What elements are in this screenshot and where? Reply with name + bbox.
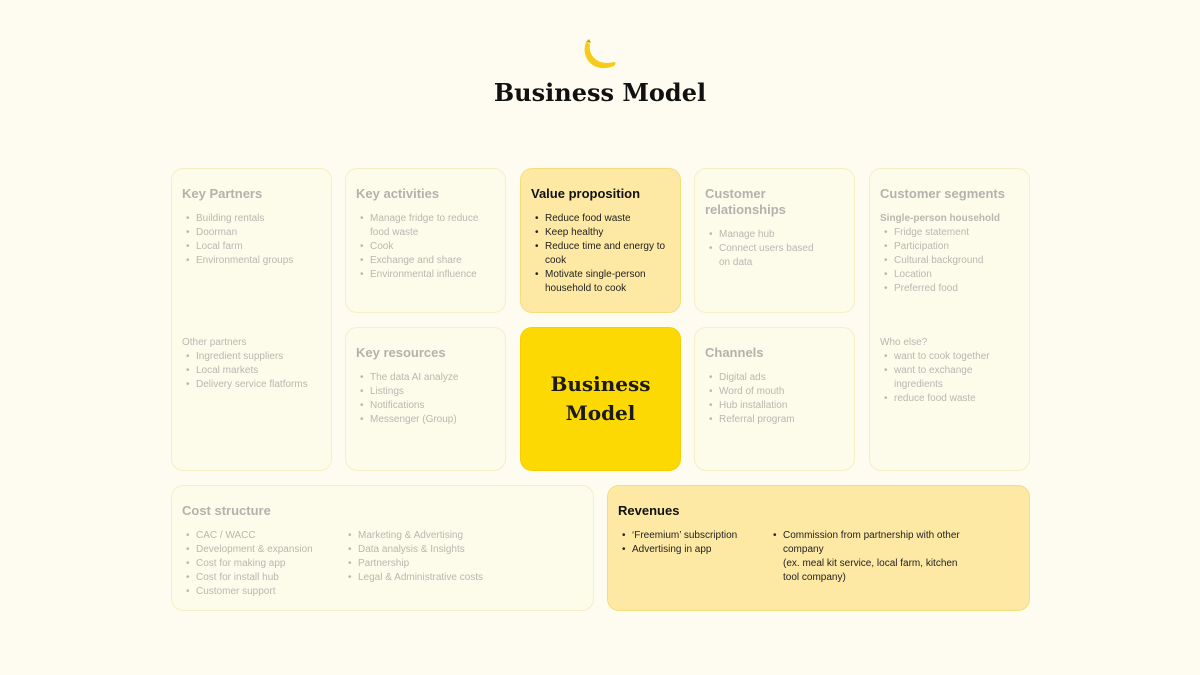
list-item: Commission from partnership with other c… [773,529,963,585]
list-item: Referral program [709,413,845,427]
list-item: CAC / WACC [186,529,346,543]
list-item: Connect users based on data [709,242,815,270]
list-item: Preferred food [884,282,1020,296]
center-title: Business Model [550,372,651,425]
list-item: Data analysis & Insights [348,543,558,557]
list-item: Doorman [186,226,322,240]
list-item: want to exchange ingredients [884,364,1000,392]
customer-relationships-card: Customer relationships Manage hub Connec… [694,168,855,313]
key-activities-title: Key activities [356,186,440,201]
list-item: Word of mouth [709,385,845,399]
list-item: Ingredient suppliers [186,350,322,364]
key-partners-title: Key Partners [182,186,263,201]
cost-structure-list-2: Marketing & Advertising Data analysis & … [344,529,558,585]
list-item: Legal & Administrative costs [348,571,558,585]
channels-list: Digital ads Word of mouth Hub installati… [705,371,845,427]
who-else-label: Who else? [880,337,928,348]
customer-relationships-list: Manage hub Connect users based on data [705,228,845,270]
list-item: Notifications [360,399,496,413]
list-item: Delivery service flatforms [186,378,322,392]
list-item: Digital ads [709,371,845,385]
list-item: Local markets [186,364,322,378]
key-partners-list: Building rentals Doorman Local farm Envi… [182,212,322,268]
list-item: Advertising in app [622,543,772,557]
list-item: want to cook together [884,350,1000,364]
list-item: Development & expansion [186,543,346,557]
list-item: Exchange and share [360,254,496,268]
list-item: Reduce time and energy to cook [535,240,671,268]
channels-card: Channels Digital ads Word of mouth Hub i… [694,327,855,471]
segment-label: Single-person household [880,213,1001,224]
list-item: Fridge statement [884,226,1020,240]
cost-structure-list-1: CAC / WACC Development & expansion Cost … [182,529,346,599]
list-item: Local farm [186,240,322,254]
revenues-list-1: ‘Freemium’ subscription Advertising in a… [618,529,772,557]
value-proposition-list: Reduce food waste Keep healthy Reduce ti… [531,212,671,296]
key-activities-card: Key activities Manage fridge to reduce f… [345,168,506,313]
list-item: Customer support [186,585,346,599]
customer-segments-title: Customer segments [880,186,1005,201]
list-item: Cost for install hub [186,571,346,585]
list-item: Manage hub [709,228,815,242]
list-item: reduce food waste [884,392,1000,406]
list-item: Hub installation [709,399,845,413]
key-partners-card: Key Partners Building rentals Doorman Lo… [171,168,332,471]
list-item: Motivate single-person household to cook [535,268,671,296]
customer-segments-list: Fridge statement Participation Cultural … [880,226,1020,296]
list-item: Cost for making app [186,557,346,571]
revenues-list-2: Commission from partnership with other c… [769,529,963,585]
list-item: Cultural background [884,254,1020,268]
value-proposition-card: Value proposition Reduce food waste Keep… [520,168,681,313]
list-item: Keep healthy [535,226,671,240]
list-item: Manage fridge to reduce food waste [360,212,496,240]
key-activities-list: Manage fridge to reduce food waste Cook … [356,212,496,282]
list-item: Marketing & Advertising [348,529,558,543]
list-item: Reduce food waste [535,212,671,226]
who-else-list: want to cook together want to exchange i… [880,350,1020,406]
list-item: Building rentals [186,212,322,226]
channels-title: Channels [705,345,764,360]
customer-relationships-title: Customer relationships [705,186,786,217]
revenues-title: Revenues [618,503,680,518]
list-item: The data AI analyze [360,371,496,385]
list-item: Location [884,268,1020,282]
business-model-center-card: Business Model [520,327,681,471]
list-item: Environmental groups [186,254,322,268]
list-item: Participation [884,240,1020,254]
list-item: ‘Freemium’ subscription [622,529,772,543]
other-partners-label: Other partners [182,337,247,348]
list-item: Cook [360,240,496,254]
customer-segments-card: Customer segments Single-person househol… [869,168,1030,471]
list-item: Listings [360,385,496,399]
key-resources-card: Key resources The data AI analyze Listin… [345,327,506,471]
list-item: Messenger (Group) [360,413,496,427]
value-proposition-title: Value proposition [531,186,641,201]
list-item: Partnership [348,557,558,571]
page-title: Business Model [493,78,707,107]
revenues-card: Revenues ‘Freemium’ subscription Adverti… [607,485,1030,611]
cost-structure-title: Cost structure [182,503,271,518]
key-resources-list: The data AI analyze Listings Notificatio… [356,371,496,427]
banana-icon [580,38,620,78]
key-resources-title: Key resources [356,345,446,360]
cost-structure-card: Cost structure CAC / WACC Development & … [171,485,594,611]
other-partners-list: Ingredient suppliers Local markets Deliv… [182,350,322,392]
list-item: Environmental influence [360,268,496,282]
